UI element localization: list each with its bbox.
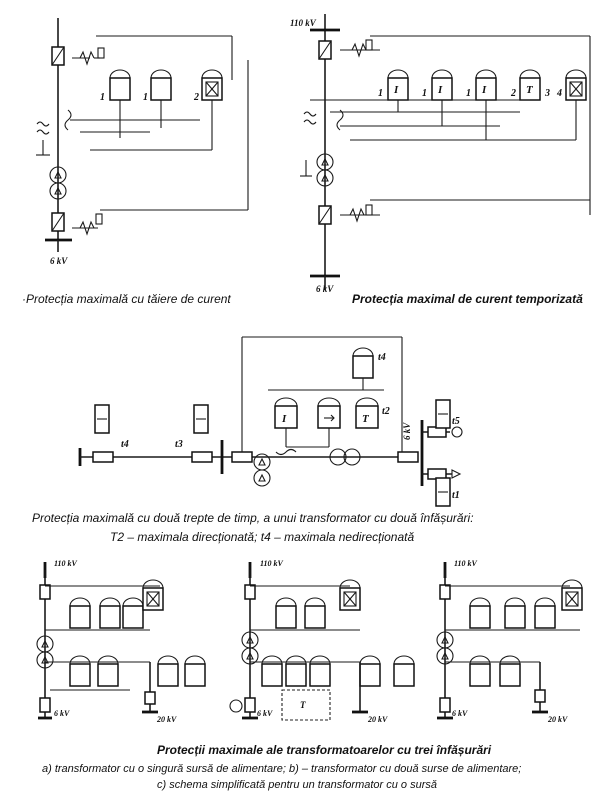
diagram-4-captions: Protecții maximale ale transformatoarelo… — [42, 743, 521, 791]
bus-label-6kv-d2: 6 kV — [316, 284, 334, 294]
relay-symbol-I-2: I — [437, 84, 443, 96]
caption-diagram-4-line-1: Protecții maximale ale transformatoarelo… — [157, 743, 492, 757]
caption-diagram-4-line-3: c) schema simplificată pentru un transfo… — [157, 779, 437, 791]
time-label-t4: t4 — [378, 352, 386, 363]
relay-label-3-d2: 3 — [544, 88, 550, 99]
relay-label-4-d2: 4 — [556, 88, 562, 99]
bus-label-6kv-4c: 6 kV — [452, 709, 468, 718]
bus-label-6kv-d1: 6 kV — [50, 256, 68, 266]
bus-label-110kv-d2: 110 kV — [290, 18, 317, 28]
bus-label-6kv-4b: 6 kV — [257, 709, 273, 718]
relay-symbol-I-d3: I — [281, 413, 287, 425]
diagram-1-instantaneous-overcurrent: 1 1 2 6 kV ·Protecția maximală cu tăiere… — [22, 18, 249, 306]
time-label-t5: t5 — [452, 416, 460, 427]
caption-diagram-3-line-1: Protecția maximală cu două trepte de tim… — [32, 511, 474, 525]
time-label-t1: t1 — [452, 490, 460, 501]
bus-label-6kv-d3: 6 kV — [402, 422, 412, 440]
time-label-t2: t2 — [382, 406, 390, 417]
relay-label-1b-d2: 1 — [422, 88, 427, 99]
relay-symbol-T: T — [526, 84, 534, 96]
bus-label-20kv-4b: 20 kV — [367, 715, 388, 724]
bus-label-110kv-4c: 110 kV — [454, 559, 478, 568]
caption-diagram-3-line-2: T2 – maximala direcționată; t4 – maximal… — [110, 530, 414, 544]
diagram-2-time-overcurrent: I I I T 1 1 1 2 3 4 110 kV 6 kV Protecți… — [290, 14, 591, 306]
relay-label-1a-d2: 1 — [378, 88, 383, 99]
bus-label-110kv-4b: 110 kV — [260, 559, 284, 568]
relay-label-1b: 1 — [143, 92, 148, 103]
diagram-3-two-stage-protection: I T t4 t3 t4 t2 t5 t1 6 kV Protecția max… — [32, 336, 474, 544]
relay-label-2: 2 — [193, 92, 199, 103]
relay-symbol-T-4b: T — [300, 700, 306, 710]
time-label-t4-line: t4 — [121, 439, 129, 450]
diagram-4c-simplified: 110 kV 6 kV 20 kV — [436, 559, 583, 724]
relay-symbol-I-3: I — [481, 84, 487, 96]
caption-diagram-2: Protecția maximal de curent temporizată — [352, 292, 583, 306]
relay-label-1a: 1 — [100, 92, 105, 103]
bus-label-110kv-4a: 110 kV — [54, 559, 78, 568]
relay-label-1c-d2: 1 — [466, 88, 471, 99]
bus-label-20kv-4a: 20 kV — [156, 715, 177, 724]
relay-label-2-d2: 2 — [510, 88, 516, 99]
relay-symbol-I-1: I — [393, 84, 399, 96]
bus-label-20kv-4c: 20 kV — [547, 715, 568, 724]
caption-diagram-1: ·Protecția maximală cu tăiere de curent — [22, 292, 231, 306]
bus-label-6kv-4a: 6 kV — [54, 709, 70, 718]
diagram-4a-single-source: 110 kV 6 kV 20 kV — [36, 559, 206, 724]
diagram-4b-two-sources: T 110 kV 6 kV 20 kV — [229, 559, 415, 724]
time-label-t3: t3 — [175, 439, 183, 450]
caption-diagram-4-line-2: a) transformator cu o singură sursă de a… — [42, 763, 521, 775]
relay-symbol-T-d3: T — [362, 413, 370, 425]
